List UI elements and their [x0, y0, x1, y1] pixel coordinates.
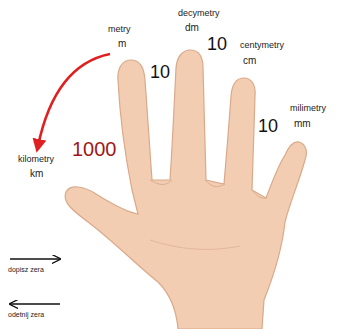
- unit-symbol: cm: [243, 55, 256, 67]
- factor-number: 1000: [72, 138, 117, 161]
- unit-symbol: km: [30, 168, 43, 180]
- left-arrow: [10, 303, 60, 304]
- unit-symbol: mm: [294, 118, 311, 130]
- finger-crease: [150, 180, 172, 185]
- finger-crease: [205, 180, 225, 187]
- unit-name: metry: [108, 24, 131, 34]
- arrow-note: dopisz zera: [8, 266, 44, 274]
- unit-symbol: m: [118, 38, 126, 50]
- factor-number: 10: [258, 116, 278, 137]
- unit-name: centymetry: [240, 40, 284, 50]
- factor-number: 10: [207, 34, 227, 55]
- unit-name: decymetry: [178, 8, 220, 18]
- unit-name: kilometry: [18, 154, 54, 164]
- red-curved-arrow: [38, 54, 110, 146]
- palm-line: [150, 240, 240, 249]
- unit-symbol: dm: [185, 22, 199, 34]
- unit-name: milimetry: [290, 103, 326, 113]
- right-arrow: [10, 258, 60, 259]
- finger-crease: [252, 190, 267, 198]
- factor-number: 10: [150, 62, 170, 83]
- hand-shape: [65, 50, 306, 329]
- arrow-note: odetnij zera: [8, 311, 44, 319]
